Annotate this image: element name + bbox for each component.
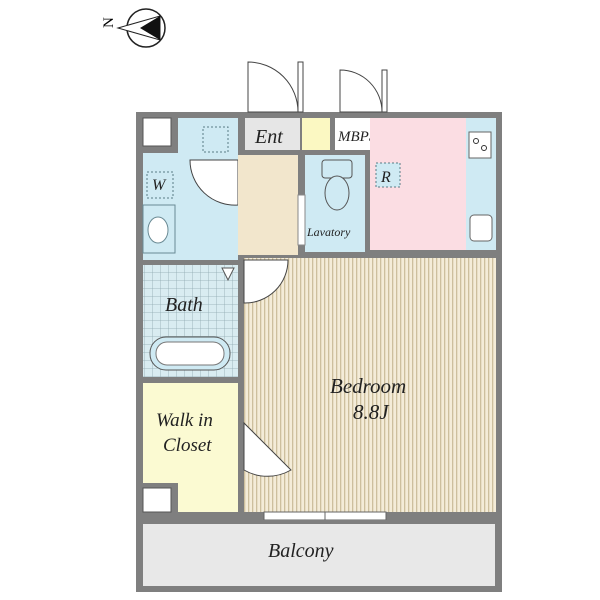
lavatory-label: Lavatory: [306, 225, 351, 239]
washer-label: W: [152, 177, 167, 194]
stove: [468, 131, 492, 159]
refrigerator-label: R: [380, 169, 391, 186]
toilet-bowl: [324, 175, 350, 211]
toilet-tank: [321, 159, 353, 179]
entrance-label: Ent: [254, 126, 283, 148]
burner-icon: [473, 138, 479, 144]
storage-niche: [142, 117, 172, 147]
entrance: [245, 118, 300, 150]
bath-label: Bath: [165, 294, 203, 316]
bath-vent-icon: [221, 267, 235, 282]
closet-label-1: Walk in: [156, 410, 213, 431]
kitchen-sink: [469, 214, 493, 242]
entrance-door-leaf: [297, 61, 304, 113]
bedroom-label: Bedroom: [330, 374, 406, 398]
compass-needle-dark: [140, 16, 160, 40]
washroom-door: [189, 159, 239, 206]
cabinet-outline: [202, 126, 229, 153]
burner-icon-2: [481, 145, 487, 151]
compass: N: [101, 8, 166, 48]
sink-basin: [147, 216, 169, 244]
closet-label-2: Closet: [163, 435, 212, 456]
closet-door: [243, 421, 292, 477]
balcony-label: Balcony: [268, 540, 334, 562]
entrance-door: [247, 61, 299, 113]
washer-box: [146, 171, 174, 199]
walk-in-closet: [143, 383, 238, 512]
mbps-door-leaf: [381, 69, 388, 113]
closet-niche: [142, 487, 172, 513]
refrigerator-box: [375, 162, 401, 188]
bedroom-door: [243, 259, 289, 304]
balcony: [143, 524, 495, 586]
mbps-label: MBPS: [337, 129, 377, 145]
bedroom-size: 8.8J: [353, 400, 390, 424]
bathtub-inner: [155, 341, 225, 366]
compass-letter: N: [101, 17, 117, 28]
shoe-box: [302, 118, 330, 150]
mbps-door: [339, 69, 383, 113]
washroom-cabinet: [178, 118, 238, 154]
hall: [238, 155, 298, 255]
hall-window: [297, 194, 306, 246]
